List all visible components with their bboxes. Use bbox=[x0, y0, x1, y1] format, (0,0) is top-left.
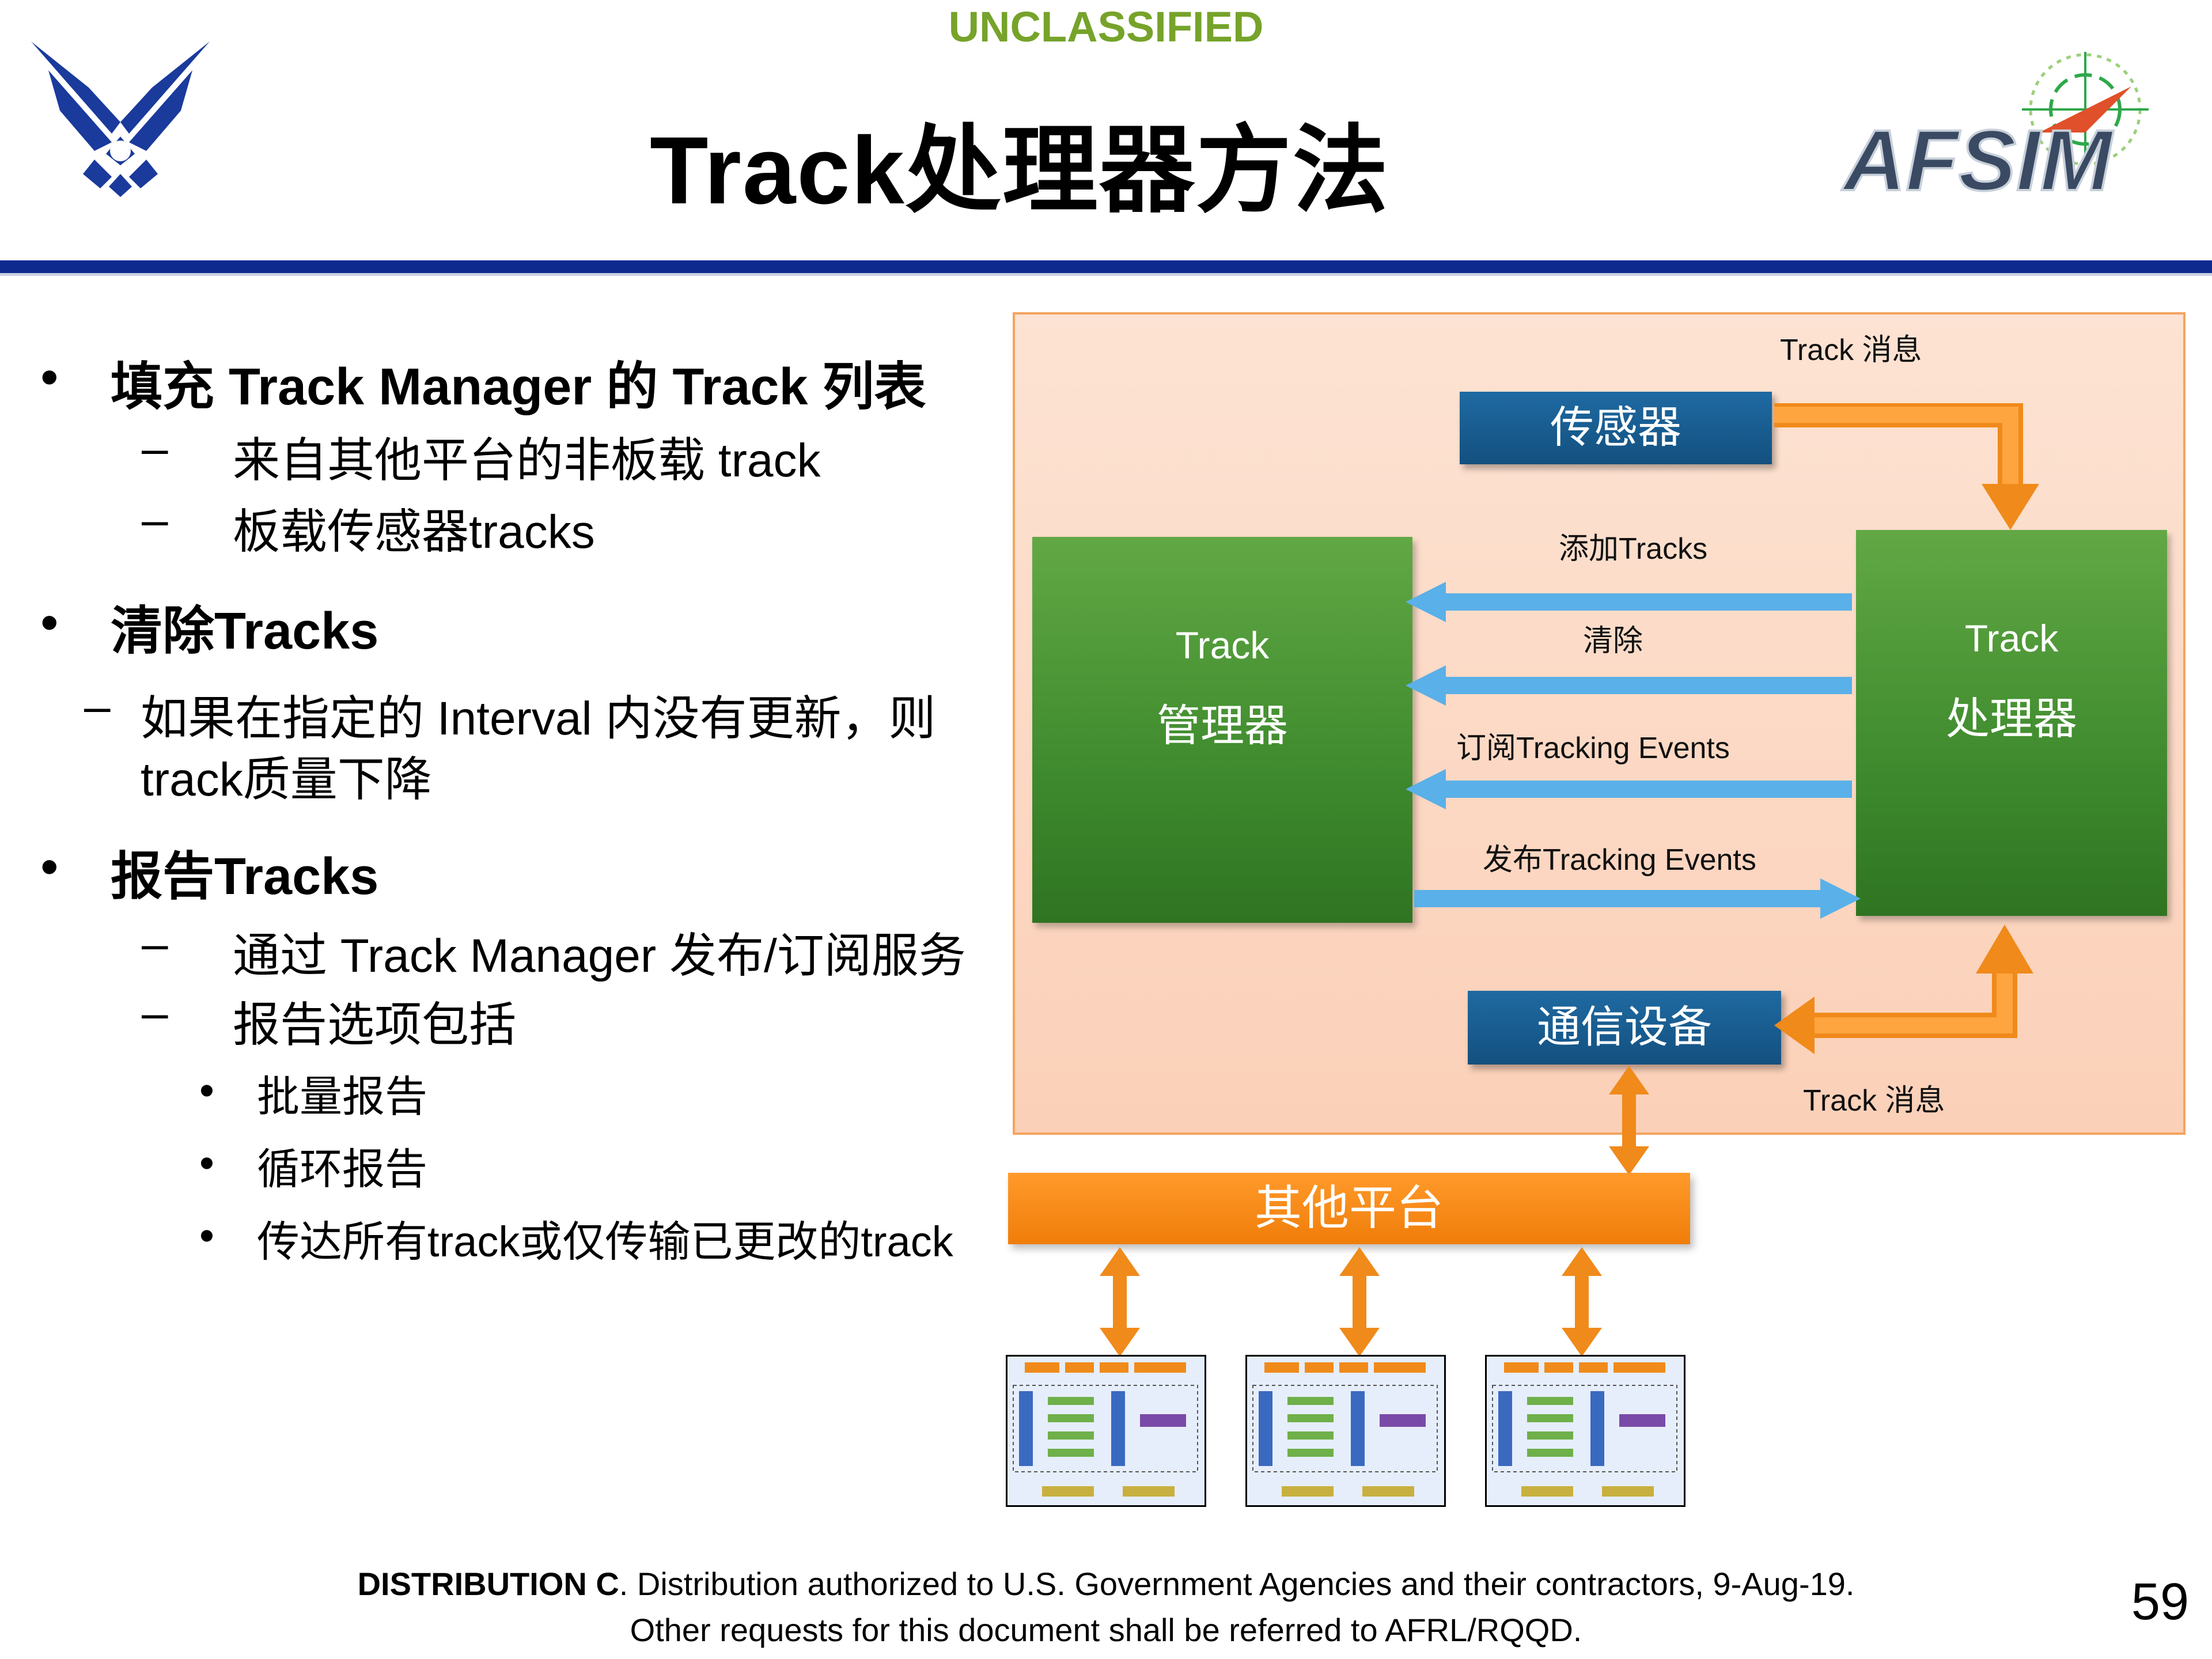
option-changed: 传达所有track或仅传输已更改的track bbox=[257, 1218, 953, 1266]
header-rule-shadow bbox=[0, 273, 2212, 276]
distribution-statement: DISTRIBUTION C. Distribution authorized … bbox=[288, 1561, 1924, 1653]
page-number: 59 bbox=[2131, 1573, 2189, 1631]
sensor-box: 传感器 bbox=[1460, 392, 1772, 464]
dash-marker: – bbox=[142, 918, 168, 970]
bullet-report-tracks: 报告Tracks bbox=[111, 848, 379, 906]
label-subscribe-events: 订阅Tracking Events bbox=[1456, 732, 1730, 765]
track-manager-label-1: Track bbox=[1175, 624, 1270, 666]
option-batch: 批量报告 bbox=[257, 1073, 427, 1120]
bullet-populate-tracks: 填充 Track Manager 的 Track 列表 bbox=[111, 358, 926, 416]
dash-marker: – bbox=[142, 987, 168, 1039]
dash-marker: – bbox=[84, 680, 111, 733]
small-bullet-marker: • bbox=[199, 1066, 214, 1114]
platform-thumbnail-1 bbox=[1006, 1355, 1206, 1507]
sub-bullet-offboard: 来自其他平台的非板载 track bbox=[233, 434, 821, 487]
small-bullet-marker: • bbox=[199, 1139, 214, 1187]
comms-device-box: 通信设备 bbox=[1468, 991, 1781, 1065]
sub-bullet-quality-line1: 如果在指定的 Interval 内没有更新，则 bbox=[141, 692, 936, 745]
track-manager-label-2: 管理器 bbox=[1157, 702, 1288, 751]
label-publish-events: 发布Tracking Events bbox=[1483, 843, 1756, 877]
arrow-sensor-to-processor bbox=[1768, 402, 2045, 536]
arrow-comms-other bbox=[1606, 1066, 1652, 1175]
track-processor-label-1: Track bbox=[1964, 617, 2059, 660]
track-manager-box: Track 管理器 bbox=[1032, 537, 1412, 923]
platform-thumbnail-3 bbox=[1485, 1355, 1685, 1507]
afsim-logo: AFSIM bbox=[1832, 46, 2166, 210]
small-bullet-marker: • bbox=[199, 1211, 214, 1259]
sub-bullet-options: 报告选项包括 bbox=[233, 999, 517, 1051]
arrow-comms-processor bbox=[1774, 916, 2045, 1066]
bullet-marker-3: • bbox=[40, 838, 59, 896]
sub-bullet-pubsub: 通过 Track Manager 发布/订阅服务 bbox=[233, 930, 966, 982]
dash-marker: – bbox=[142, 422, 168, 475]
bullet-marker-1: • bbox=[40, 349, 59, 406]
label-track-message-bottom: Track 消息 bbox=[1803, 1084, 1945, 1118]
arrows-to-platforms bbox=[1094, 1247, 1613, 1357]
track-processor-box: Track 处理器 bbox=[1856, 530, 2167, 916]
label-add-tracks: 添加Tracks bbox=[1559, 532, 1708, 566]
distribution-label: DISTRIBUTION C bbox=[357, 1566, 619, 1602]
sub-bullet-onboard: 板载传感器tracks bbox=[233, 506, 595, 558]
page-title: Track处理器方法 bbox=[650, 118, 1389, 224]
air-force-logo bbox=[25, 36, 215, 197]
label-track-message-top: Track 消息 bbox=[1780, 334, 1922, 367]
distribution-text: . Distribution authorized to U.S. Govern… bbox=[619, 1566, 1855, 1602]
blue-arrows bbox=[1406, 576, 1861, 933]
distribution-line2: Other requests for this document shall b… bbox=[630, 1612, 1582, 1648]
bullet-marker-2: • bbox=[40, 594, 59, 652]
classification-banner: UNCLASSIFIED bbox=[948, 3, 1264, 51]
option-cyclic: 循环报告 bbox=[257, 1145, 427, 1193]
sub-bullet-quality-line2: track质量下降 bbox=[141, 753, 432, 806]
platform-thumbnail-2 bbox=[1245, 1355, 1446, 1507]
bullet-clear-tracks: 清除Tracks bbox=[111, 603, 379, 660]
dash-marker: – bbox=[142, 494, 168, 546]
header-rule bbox=[0, 260, 2212, 273]
track-processor-label-2: 处理器 bbox=[1946, 695, 2077, 744]
label-clear: 清除 bbox=[1583, 624, 1643, 658]
afsim-logo-text: AFSIM bbox=[1841, 112, 2114, 207]
other-platforms-box: 其他平台 bbox=[1008, 1173, 1690, 1244]
